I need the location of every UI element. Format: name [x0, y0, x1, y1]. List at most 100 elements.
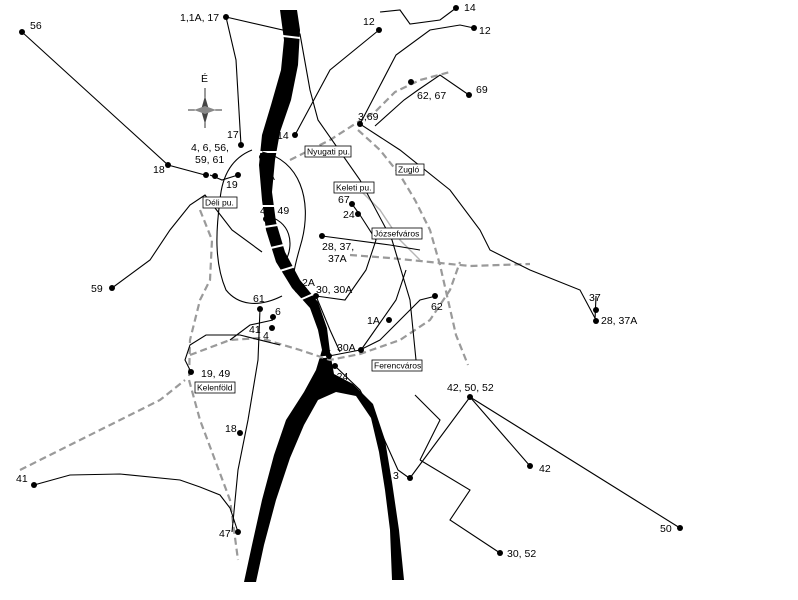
station-nyugati: Nyugati pu. — [304, 145, 352, 158]
terminal-dot — [238, 142, 244, 148]
station-box — [333, 181, 375, 194]
route-label: 47, 49 — [260, 205, 289, 217]
route-label: 2A — [302, 277, 315, 289]
station-box — [395, 163, 425, 176]
route-label: 3,69 — [358, 111, 379, 123]
terminal-dot — [292, 132, 298, 138]
margaret-island — [286, 35, 293, 70]
terminal-dot — [259, 154, 265, 160]
terminal-dot — [677, 525, 683, 531]
route-label: 37 — [589, 292, 601, 304]
terminal-dot — [466, 92, 472, 98]
terminal-dot — [453, 5, 459, 11]
terminal-dot — [386, 317, 392, 323]
bridges — [248, 33, 339, 359]
route-label: 3 — [393, 470, 399, 482]
station-box — [371, 359, 423, 372]
route-label: 69 — [476, 84, 488, 96]
route-label: 28, 37, — [322, 241, 354, 253]
route-label: 14 — [464, 2, 476, 14]
station-box — [194, 381, 236, 394]
station-label: Nyugati pu. — [307, 147, 350, 157]
compass-north-label: É — [201, 72, 208, 85]
route-label: 50 — [660, 523, 672, 535]
terminal-dot — [257, 306, 263, 312]
route-label: 59, 61 — [195, 154, 224, 166]
terminal-dot — [332, 363, 338, 369]
station-jozsefvaros: Józsefváros — [371, 227, 423, 240]
terminal-dot — [223, 14, 229, 20]
route-label: 41 — [16, 473, 28, 485]
route-label: 1,1A, 17 — [180, 12, 219, 24]
route-label: 42 — [539, 463, 551, 475]
route-label: 67 — [338, 194, 350, 206]
route-label: 30, 30A — [316, 284, 352, 296]
terminal-dot — [319, 233, 325, 239]
route-terminals — [19, 5, 683, 556]
route-label: 2, — [265, 159, 274, 171]
terminal-dot — [357, 121, 363, 127]
terminal-dot — [212, 173, 218, 179]
terminal-dot — [237, 430, 243, 436]
route-label: 1 — [325, 342, 331, 354]
route-label: 30, 52 — [507, 548, 536, 560]
terminal-dot — [203, 172, 209, 178]
station-label: Ferencváros — [374, 361, 421, 371]
pest-ring — [261, 151, 306, 293]
terminal-dot — [497, 550, 503, 556]
terminal-dot — [376, 27, 382, 33]
terminal-dot — [109, 285, 115, 291]
terminal-dot — [165, 162, 171, 168]
route-label: 19, 49 — [201, 368, 230, 380]
route-label: 18 — [153, 164, 165, 176]
route-lines — [21, 7, 681, 554]
terminal-dot — [593, 318, 599, 324]
railway-lines — [19, 70, 531, 561]
route-label: 24 — [343, 209, 355, 221]
route-label: 12 — [479, 25, 491, 37]
route-label: 4 — [263, 330, 269, 342]
terminal-dot — [467, 394, 473, 400]
station-label: Zugló — [398, 165, 420, 175]
station-box — [304, 145, 352, 158]
station-kelenfold: Kelenföld — [194, 381, 236, 394]
route-label: 6 — [275, 306, 281, 318]
terminal-dot — [432, 293, 438, 299]
route-label: 18 — [225, 423, 237, 435]
route-label: 56 — [30, 20, 42, 32]
station-label: Kelenföld — [197, 383, 233, 393]
station-deli: Déli pu. — [202, 196, 238, 209]
station-label: Keleti pu. — [336, 183, 371, 193]
route-label: 37A — [328, 253, 347, 265]
route-label: 47 — [219, 528, 231, 540]
grand-boulevard — [216, 149, 283, 304]
station-box — [371, 227, 423, 240]
terminal-dot — [471, 25, 477, 31]
danube-river — [244, 10, 404, 582]
route-label: 42, 50, 52 — [447, 382, 494, 394]
route-label: 62 — [431, 301, 443, 313]
route-label: 61 — [253, 293, 265, 305]
route-label: 2A — [262, 171, 275, 183]
route-label: 12 — [363, 16, 375, 28]
terminal-dot — [235, 172, 241, 178]
terminal-dot — [188, 369, 194, 375]
terminal-dot — [527, 463, 533, 469]
terminal-dot — [355, 211, 361, 217]
terminal-dot — [349, 201, 355, 207]
route-label: 1A — [367, 315, 380, 327]
terminal-dot — [263, 216, 269, 222]
station-keleti: Keleti pu. — [333, 181, 375, 194]
terminal-dot — [408, 79, 414, 85]
terminal-dot — [593, 307, 599, 313]
station-ferencvaros: Ferencváros — [371, 359, 423, 372]
terminal-dot — [19, 29, 25, 35]
route-label: 2, 24 — [325, 371, 349, 383]
terminal-dot — [358, 347, 364, 353]
route-label: 17 — [227, 129, 239, 141]
station-box — [202, 196, 238, 209]
terminal-dot — [270, 314, 276, 320]
compass-rose-icon — [188, 88, 222, 128]
